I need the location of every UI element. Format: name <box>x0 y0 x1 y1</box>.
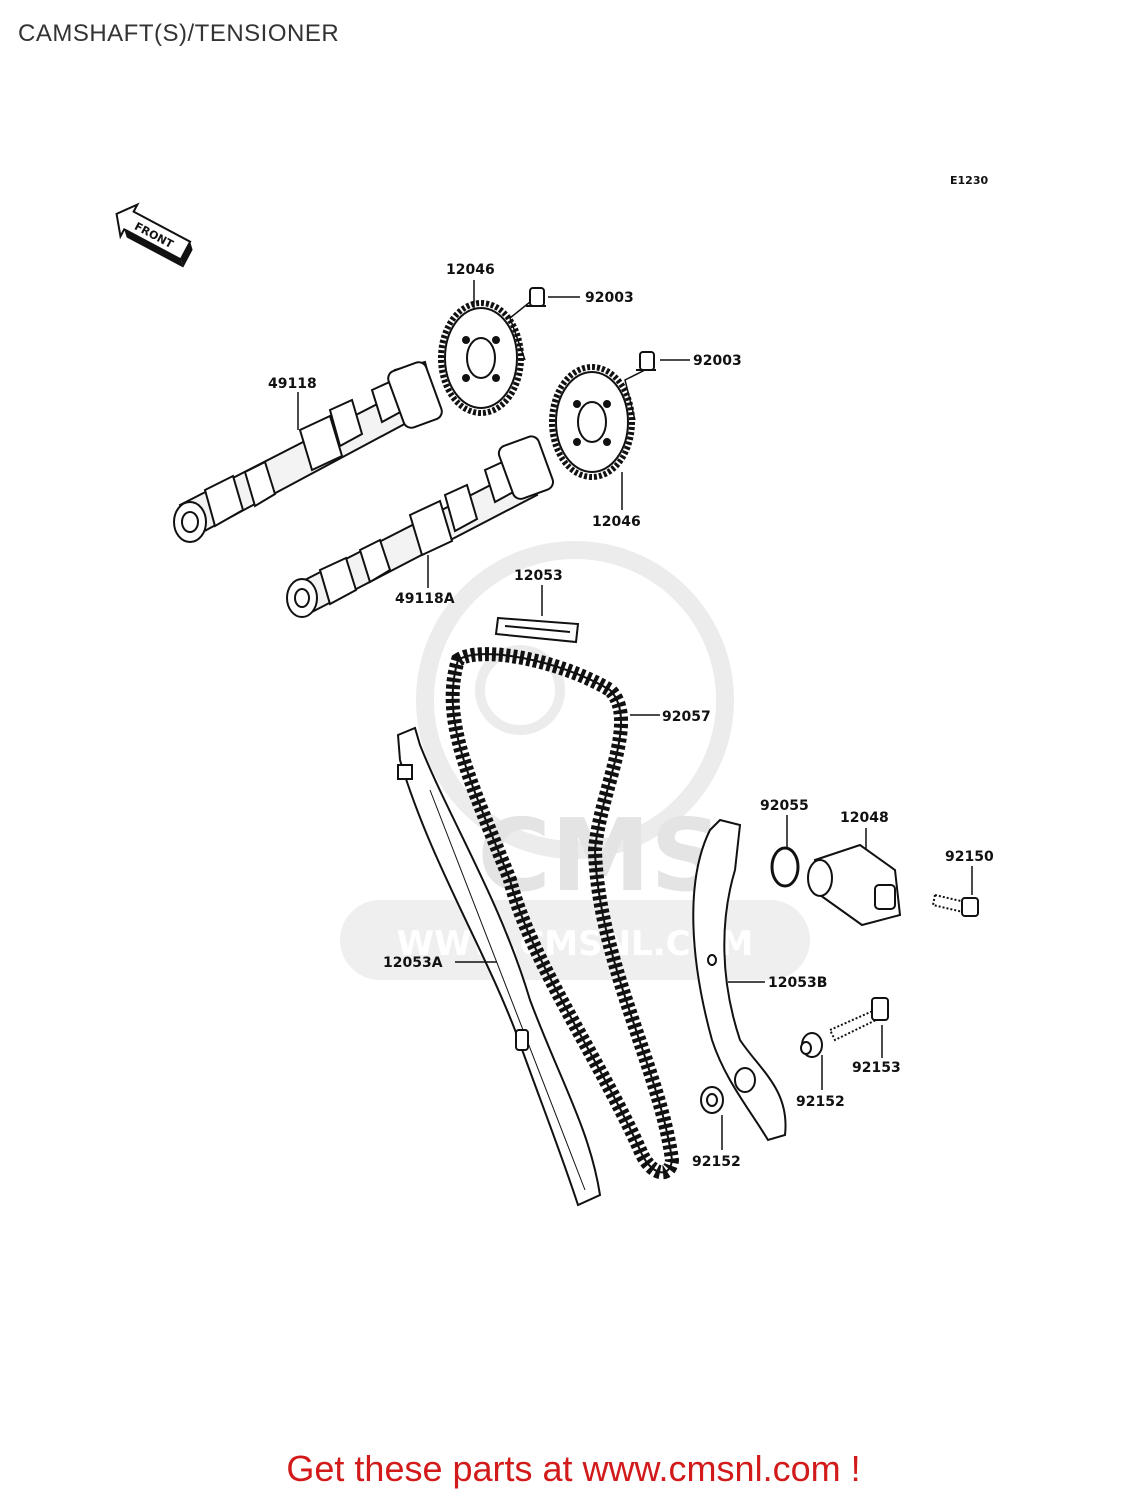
leader-lines <box>297 280 973 1150</box>
front-arrow-icon: FRONT <box>115 202 193 268</box>
diagram-code: E1230 <box>950 174 988 187</box>
callout-bolt-right: 92003 <box>693 353 742 369</box>
callout-sprocket-top: 12046 <box>446 262 495 278</box>
footer-cta-link[interactable]: Get these parts at www.cmsnl.com ! <box>286 1448 861 1489</box>
callout-sprocket-right: 12046 <box>592 514 641 530</box>
tensioner-12048 <box>807 843 902 927</box>
timing-chain-92057 <box>445 647 680 1180</box>
callout-guide-b: 12053B <box>768 975 827 991</box>
camshaft-49118 <box>173 360 443 543</box>
bolt-92150 <box>931 893 979 917</box>
chain-guide-12053B <box>692 818 787 1142</box>
bolt-92153 <box>828 997 889 1042</box>
callout-collar-lower: 92152 <box>692 1154 741 1170</box>
callout-tensioner: 12048 <box>840 810 889 826</box>
parts-diagram: CMS WWW.CMSNL.COM E1230 FRONT <box>115 174 994 1207</box>
callout-guide: 12053 <box>514 568 563 584</box>
bolt-92003-top <box>526 287 546 307</box>
bolt-92003-right <box>636 351 656 371</box>
callout-chain: 92057 <box>662 709 711 725</box>
callout-tensioner-bolt: 92150 <box>945 849 994 865</box>
chain-guide-12053 <box>494 616 580 644</box>
callout-camshaft: 49118 <box>268 376 317 392</box>
callout-camshaft-a: 49118A <box>395 591 455 607</box>
collar-92152-upper <box>800 1032 823 1058</box>
collar-92152-lower <box>700 1086 724 1114</box>
camshaft-49118A <box>286 435 554 618</box>
sprocket-12046-top <box>438 300 524 416</box>
page-title: CAMSHAFT(S)/TENSIONER <box>18 20 340 47</box>
callout-oring: 92055 <box>760 798 809 814</box>
sprocket-12046-right <box>549 364 635 480</box>
callout-pivot-bolt: 92153 <box>852 1060 901 1076</box>
callout-guide-a: 12053A <box>383 955 443 971</box>
callout-collar-upper: 92152 <box>796 1094 845 1110</box>
chain-guide-12053A <box>396 726 602 1207</box>
callout-bolt-top: 92003 <box>585 290 634 306</box>
o-ring-92055 <box>770 846 800 888</box>
